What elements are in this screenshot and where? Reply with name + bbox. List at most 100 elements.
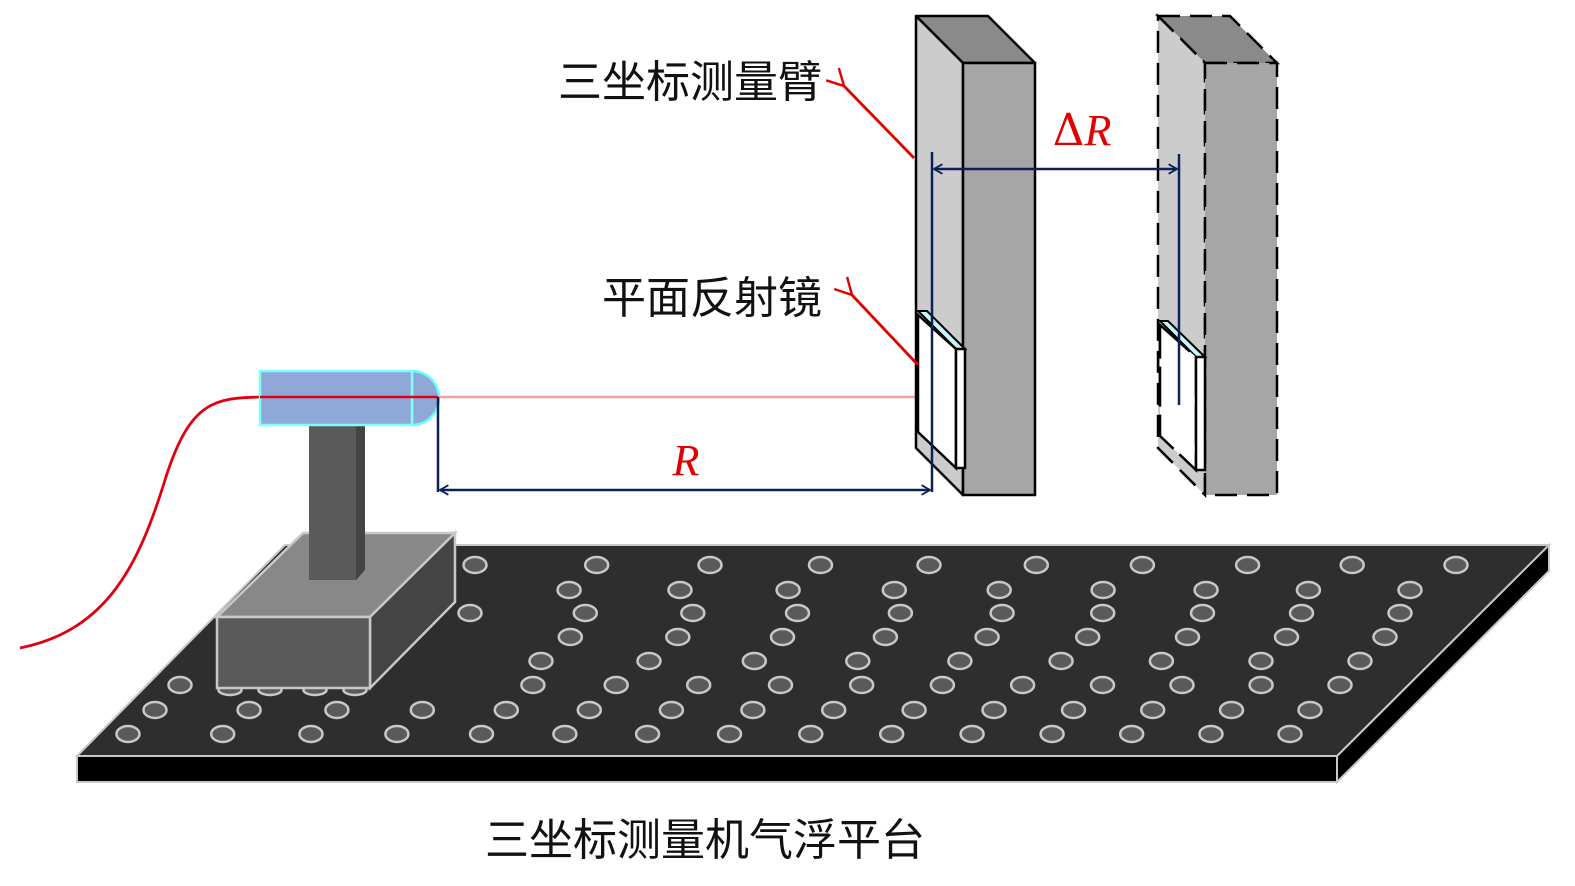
air-hole [236,700,262,720]
air-hole [1189,603,1216,623]
air-hole [1060,700,1087,720]
air-hole [1387,603,1413,623]
air-hole [1089,675,1116,695]
delta-symbol: Δ [1053,105,1085,156]
air-hole [1169,675,1195,695]
air-hole [1148,651,1175,671]
air-hole [1074,627,1101,647]
air-hole [324,700,350,720]
air-hole [1327,675,1353,695]
air-hole [1118,724,1145,744]
air-hole [981,700,1007,720]
air-hole [1139,700,1166,720]
air-hole [740,700,766,720]
air-hole [947,651,973,671]
air-hole [468,724,495,744]
laser-interferometer-head [258,369,441,427]
air-hole [974,627,1000,647]
air-hole [769,627,796,647]
optical-fiber [19,395,263,650]
air-hole [1009,675,1036,695]
dimension-delta-R: ΔR [932,105,1181,405]
air-hole [409,700,436,720]
mirror-annotation: 平面反射镜 [602,273,920,366]
displaced-arm-side-face [1203,61,1279,497]
air-hole [798,724,824,744]
air-hole [1174,627,1201,647]
air-hole [741,651,768,671]
air-hole [1288,603,1315,623]
air-hole [1234,555,1261,575]
air-hole [1218,700,1245,720]
displaced-mirror-side [1194,355,1207,472]
air-hole [603,675,629,695]
air-hole [784,603,811,623]
air-hole [298,724,324,744]
air-hole [1089,603,1116,623]
air-hole [916,555,942,575]
air-hole [142,700,168,720]
air-hole [878,724,905,744]
air-hole [557,627,584,647]
air-hole [572,603,599,623]
dimension-R: R [436,152,934,496]
air-hole [462,555,488,575]
column-front [309,420,357,580]
air-hole [556,580,582,600]
air-hole [1248,675,1274,695]
air-hole [989,603,1015,623]
air-hole [929,675,956,695]
air-hole [1339,555,1365,575]
air-hole [959,724,985,744]
platform-label: 三坐标测量机气浮平台 [485,815,925,866]
air-hole [767,675,794,695]
deltaR-label: ΔR [1053,105,1112,156]
air-hole [658,700,685,720]
air-hole [665,627,691,647]
air-hole [115,724,141,744]
arm-pointer-arrow [825,67,916,159]
air-hole [667,580,693,600]
air-hole [887,603,914,623]
air-hole [1198,724,1224,744]
plane-mirror [915,310,968,471]
air-hole [901,700,927,720]
delta-variable: R [1083,106,1111,155]
platform-front-edge [76,755,1338,783]
air-hole [872,627,899,647]
air-hole [520,675,546,695]
air-hole [528,651,554,671]
air-hole [1277,724,1303,744]
air-hole [685,675,712,695]
column-side [356,420,365,580]
R-label: R [672,436,700,485]
air-hole [1347,651,1373,671]
measurement-arm-initial [914,14,1037,497]
air-hole [1193,580,1219,600]
air-hole [1273,627,1300,647]
base-front-face [215,615,372,690]
air-hole [1129,555,1156,575]
air-hole [986,580,1012,600]
air-hole [636,651,662,671]
air-hole [697,555,723,575]
air-hole [1048,651,1074,671]
mirror-pointer-arrow [833,276,920,366]
air-hole [493,700,520,720]
mirror-side [954,347,967,470]
air-hole [1443,555,1469,575]
air-hole [552,724,578,744]
air-hole [775,580,801,600]
air-hole [845,651,871,671]
air-hole [1248,651,1274,671]
air-hole [384,724,410,744]
air-hole [209,724,236,744]
support-column [309,420,365,580]
air-hole [1397,580,1423,600]
air-hole [167,675,193,695]
air-hole [807,555,834,575]
air-hole [1039,724,1065,744]
measurement-arm-displaced [1154,12,1281,499]
air-hole [716,724,743,744]
